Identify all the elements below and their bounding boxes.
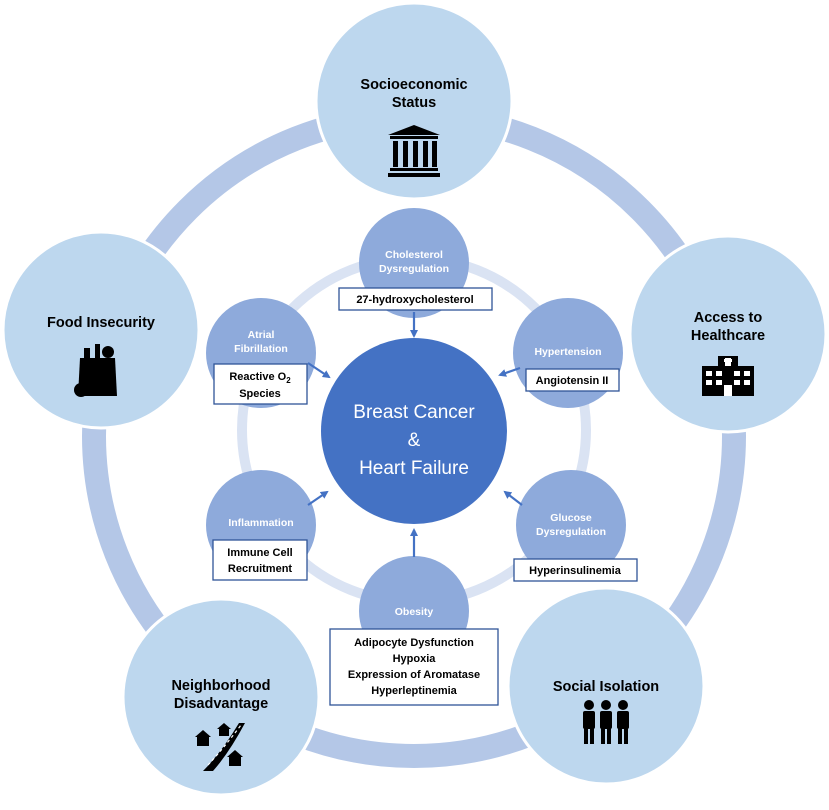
box-text-line: Angiotensin II [536, 375, 609, 387]
grocery-bag-icon [74, 344, 117, 397]
box-reactive-oxygen-species: Reactive O2 Species [213, 363, 308, 405]
bank-icon [388, 125, 440, 177]
mechanism-label-line: Inflammation [228, 517, 293, 529]
arrow-glucose [503, 490, 523, 506]
people-icon [583, 700, 629, 744]
center-label-line: Heart Failure [359, 458, 469, 479]
box-text-line: Hypoxia [393, 653, 437, 665]
box-text-line: 27-hydroxycholesterol [356, 294, 473, 306]
box-text-subscript: 2 [286, 376, 291, 385]
box-text-line: Expression of Aromatase [348, 669, 480, 681]
mechanism-label-line: Cholesterol [385, 249, 443, 261]
box-immune-cell-recruitment: Immune Cell Recruitment [212, 539, 308, 581]
mechanism-glucose-dysregulation: Glucose Dysregulation [516, 470, 626, 580]
center-label-line: & [408, 430, 421, 451]
mechanism-label-line: Obesity [395, 606, 434, 618]
factor-label-line: Social Isolation [553, 679, 659, 695]
factor-label-line: Status [392, 95, 436, 111]
factor-social-isolation: Social Isolation [506, 586, 706, 786]
center-label-line: Breast Cancer [353, 402, 475, 423]
factor-neighborhood-disadvantage: Neighborhood Disadvantage [121, 597, 321, 797]
mechanism-label-line: Dysregulation [379, 263, 449, 275]
box-angiotensin-ii: Angiotensin II [525, 368, 620, 392]
factor-label-line: Disadvantage [174, 696, 268, 712]
box-text-line: Recruitment [228, 563, 293, 575]
factor-access-to-healthcare: Access to Healthcare [628, 234, 828, 434]
factor-label-line: Access to [694, 310, 763, 326]
factor-label-line: Food Insecurity [47, 315, 155, 331]
mechanism-label-line: Glucose [550, 512, 592, 524]
center-breast-cancer-heart-failure: Breast Cancer & Heart Failure [321, 338, 507, 524]
box-text-line: Adipocyte Dysfunction [354, 637, 474, 649]
houses-road-icon [195, 723, 245, 771]
factor-food-insecurity: Food Insecurity [1, 230, 201, 430]
box-text-line: Reactive O2 [229, 371, 291, 385]
box-text-line: Immune Cell [227, 547, 292, 559]
mechanism-label-line: Atrial [248, 329, 275, 341]
box-text-line: Species [239, 388, 281, 400]
box-obesity-mechanisms: Adipocyte Dysfunction Hypoxia Expression… [329, 628, 499, 706]
factor-label-line: Socioeconomic [360, 77, 467, 93]
arrow-hypertension [498, 366, 521, 377]
box-hyperinsulinemia: Hyperinsulinemia [513, 558, 638, 582]
mechanism-label-line: Hypertension [534, 346, 601, 358]
mechanism-label-line: Dysregulation [536, 526, 606, 538]
box-text-main: Reactive O [229, 371, 286, 383]
factor-label-line: Neighborhood [171, 678, 270, 694]
box-text-line: Hyperinsulinemia [529, 565, 622, 577]
mechanism-label-line: Fibrillation [234, 343, 288, 355]
arrow-inflammation [307, 490, 329, 506]
hospital-icon [702, 356, 754, 396]
arrow-atrial [307, 362, 331, 379]
box-27-hydroxycholesterol: 27-hydroxycholesterol [338, 287, 493, 311]
factor-label-line: Healthcare [691, 328, 765, 344]
factor-socioeconomic-status: Socioeconomic Status [314, 1, 514, 201]
box-text-line: Hyperleptinemia [371, 685, 457, 697]
